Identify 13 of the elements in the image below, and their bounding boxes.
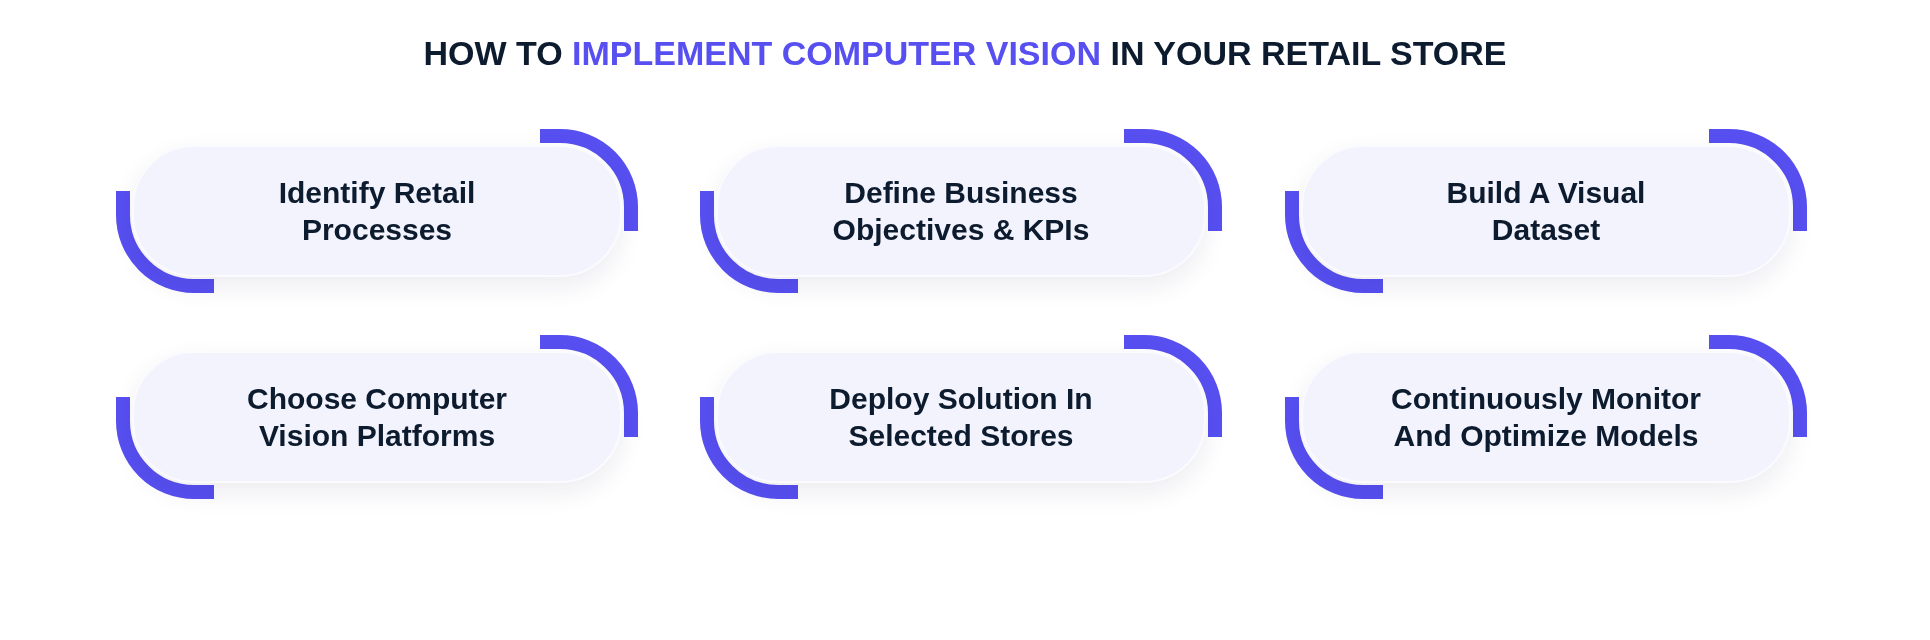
step-card: [1301, 351, 1791, 483]
step-card: [1301, 145, 1791, 277]
step-card: [716, 145, 1206, 277]
step-card: [132, 145, 622, 277]
step-label: Deploy Solution In Selected Stores: [828, 380, 1094, 454]
step-card: [132, 351, 622, 483]
step-label: Choose Computer Vision Platforms: [246, 380, 508, 454]
step-label: Define Business Objectives & KPIs: [831, 174, 1091, 248]
step-label: Continuously Monitor And Optimize Models: [1390, 380, 1702, 454]
page-title: HOW TO IMPLEMENT COMPUTER VISION IN YOUR RETAIL STORE: [423, 34, 1507, 73]
step-label: Build A Visual Dataset: [1445, 174, 1647, 248]
step-card: [716, 351, 1206, 483]
step-label: Identify Retail Processes: [277, 174, 477, 248]
